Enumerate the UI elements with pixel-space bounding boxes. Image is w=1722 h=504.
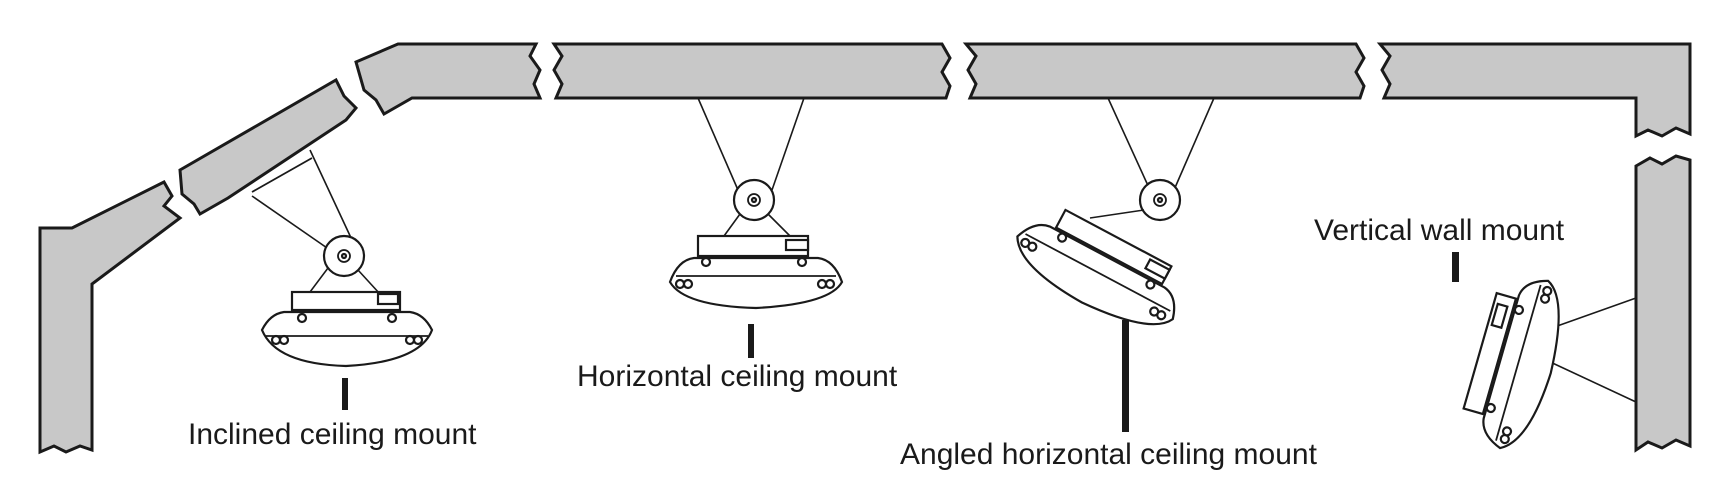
inclined-pointer-line — [342, 378, 348, 410]
vertical-mount-label: Vertical wall mount — [1314, 214, 1565, 247]
vertical-pointer-line — [1452, 252, 1459, 282]
inclined-ceiling-segment — [178, 77, 359, 217]
horizontal-mount-label: Horizontal ceiling mount — [577, 360, 898, 393]
ceiling-right-corner-segment — [1376, 42, 1692, 139]
horizontal-pointer-line — [748, 324, 754, 358]
horizontal-mount-heater — [668, 97, 844, 310]
angled-mount-heater — [1016, 97, 1215, 326]
left-wall-segment — [38, 180, 183, 455]
ceiling-corner-segment — [354, 42, 543, 117]
flat-ceiling-segment-1 — [551, 42, 952, 100]
right-wall-segment — [1634, 154, 1692, 453]
vertical-mount-heater — [1462, 279, 1637, 450]
flat-ceiling-segment-2 — [962, 42, 1366, 100]
angled-pointer-line — [1122, 320, 1129, 432]
inclined-mount-heater — [251, 149, 434, 368]
angled-mount-label: Angled horizontal ceiling mount — [900, 438, 1318, 471]
inclined-mount-label: Inclined ceiling mount — [188, 418, 477, 451]
